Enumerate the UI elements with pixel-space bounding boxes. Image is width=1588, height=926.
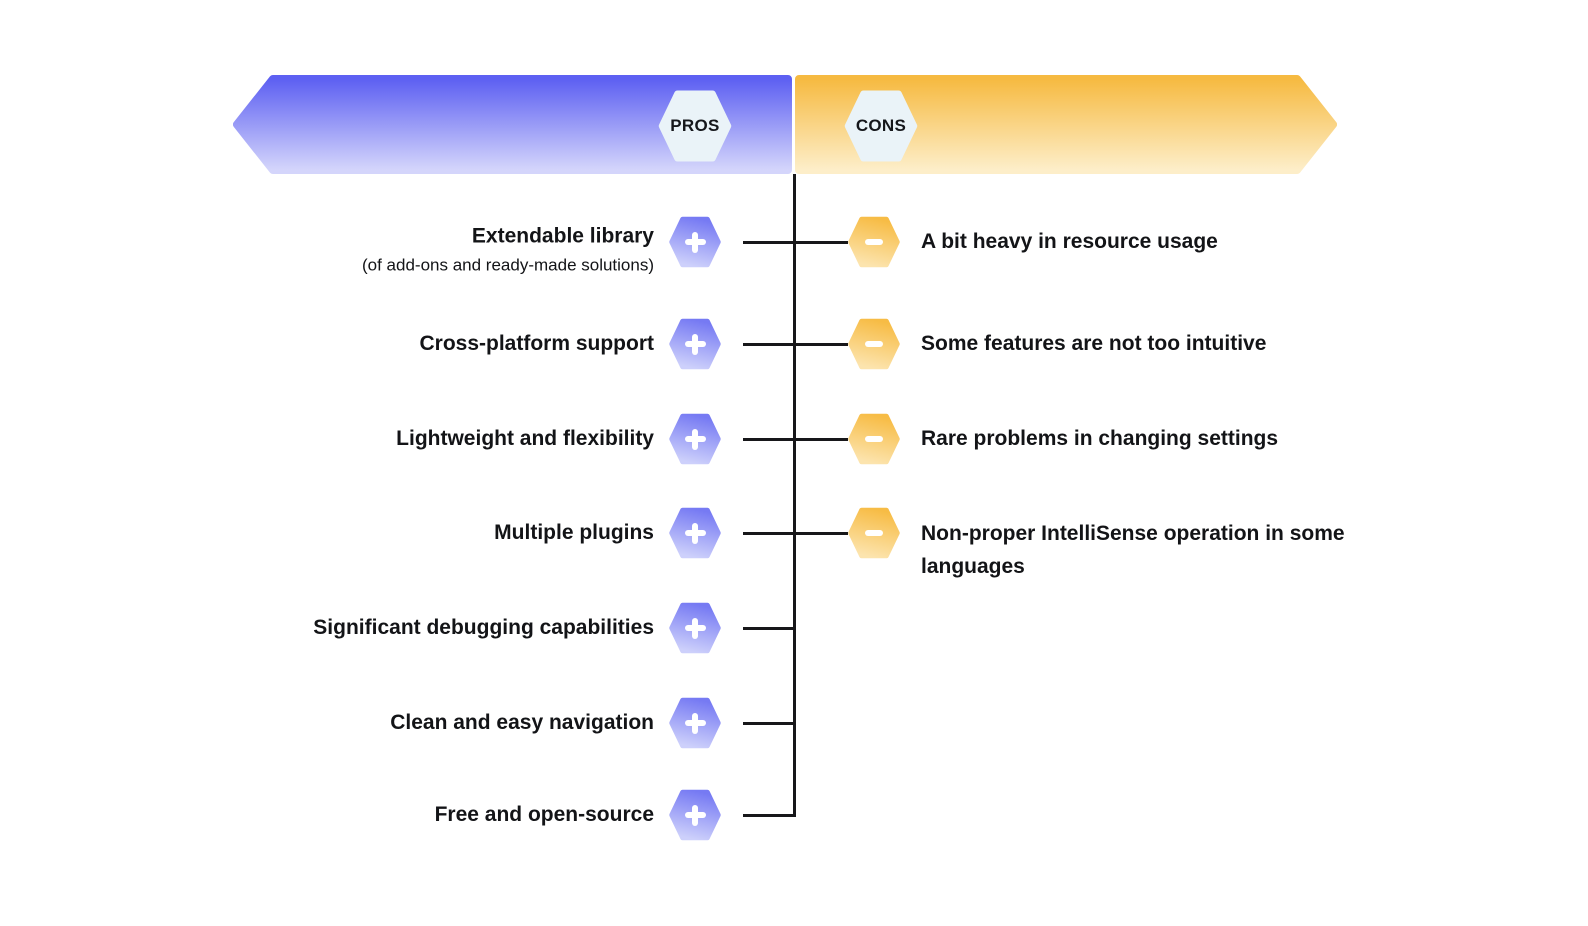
plus-hexagon xyxy=(669,215,721,269)
connector-line xyxy=(743,240,848,244)
plus-hexagon xyxy=(669,696,721,750)
minus-icon xyxy=(865,436,883,442)
pro-item-label: Clean and easy navigation xyxy=(390,711,654,734)
minus-hexagon xyxy=(848,412,900,466)
minus-icon xyxy=(865,530,883,536)
connector-line xyxy=(743,813,796,817)
cons-badge-label: CONS xyxy=(855,116,907,135)
plus-hexagon xyxy=(669,317,721,371)
pro-item-label: Multiple plugins xyxy=(494,521,654,544)
con-item-label: Non-proper IntelliSense operation in som… xyxy=(921,522,1345,578)
pro-item-label: Extendable library (of add-ons and ready… xyxy=(0,223,654,278)
plus-icon xyxy=(684,522,706,544)
minus-hexagon xyxy=(848,506,900,560)
plus-hexagon xyxy=(669,788,721,842)
minus-icon xyxy=(865,341,883,347)
minus-hexagon xyxy=(848,215,900,269)
center-divider-line xyxy=(793,174,796,817)
pro-item-label: Cross-platform support xyxy=(419,332,654,355)
connector-line xyxy=(743,626,796,630)
connector-line xyxy=(743,721,796,725)
plus-icon xyxy=(684,617,706,639)
plus-hexagon xyxy=(669,601,721,655)
pro-item-label: Significant debugging capabilities xyxy=(313,616,654,639)
pro-item-label: Free and open-source xyxy=(434,803,654,826)
cons-badge: CONS xyxy=(842,88,920,164)
plus-icon xyxy=(684,804,706,826)
plus-hexagon xyxy=(669,506,721,560)
con-item-label: Some features are not too intuitive xyxy=(921,332,1267,355)
con-item-label: Rare problems in changing settings xyxy=(921,427,1279,450)
pros-badge: PROS xyxy=(656,88,734,164)
pros-badge-label: PROS xyxy=(670,116,720,135)
pro-item-label: Lightweight and flexibility xyxy=(396,427,654,450)
plus-icon xyxy=(684,428,706,450)
connector-line xyxy=(743,531,848,535)
plus-icon xyxy=(684,333,706,355)
minus-hexagon xyxy=(848,317,900,371)
connector-line xyxy=(743,342,848,346)
con-item-label: A bit heavy in resource usage xyxy=(921,230,1218,253)
minus-icon xyxy=(865,239,883,245)
plus-icon xyxy=(684,712,706,734)
plus-hexagon xyxy=(669,412,721,466)
cons-banner-arrow xyxy=(795,75,1337,174)
plus-icon xyxy=(684,231,706,253)
pros-banner-arrow xyxy=(233,75,792,174)
pro-item-sublabel: (of add-ons and ready-made solutions) xyxy=(362,255,654,275)
pro-item-title: Extendable library xyxy=(471,224,654,248)
connector-line xyxy=(743,437,848,441)
